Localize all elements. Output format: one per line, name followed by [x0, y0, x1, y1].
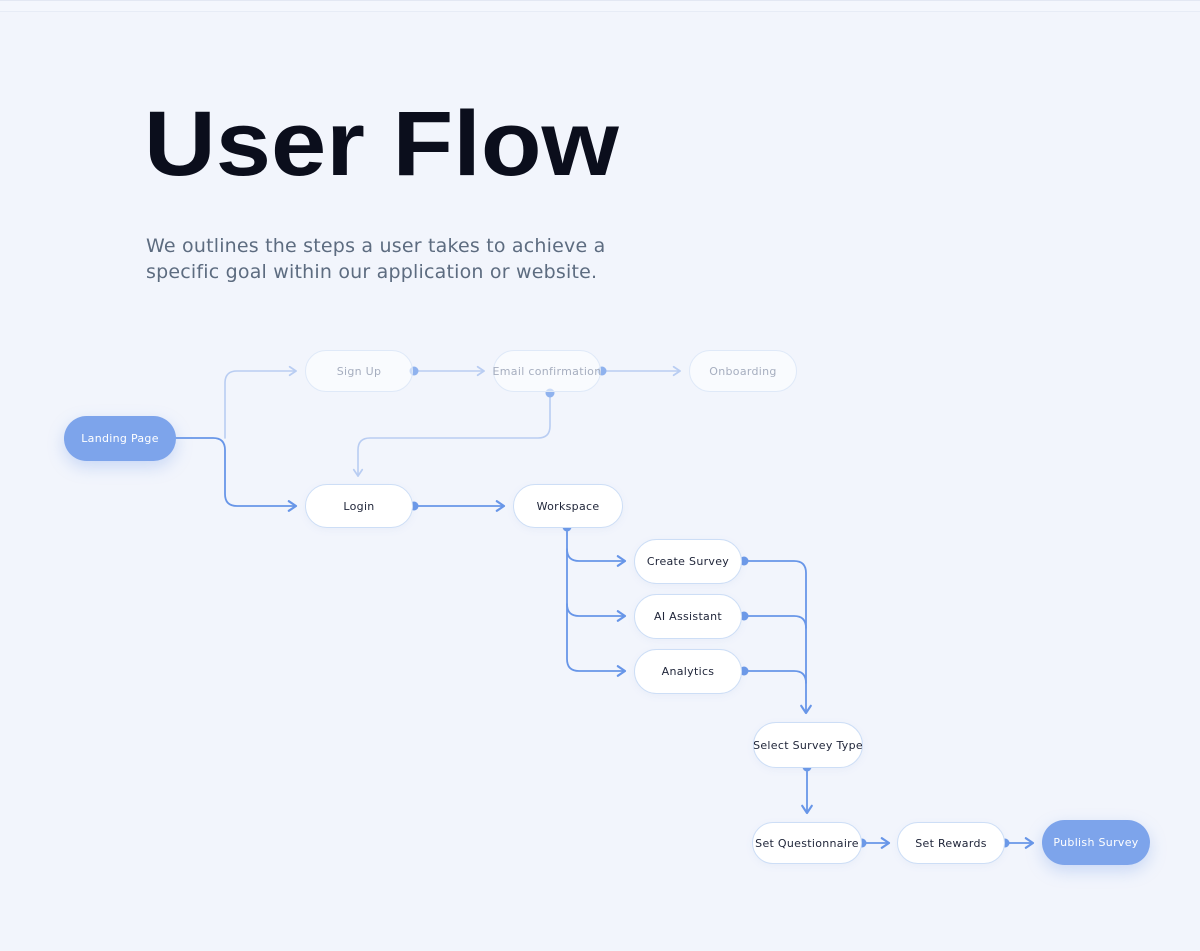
edge-analytics-to-select [743, 670, 807, 684]
flow-node-landing-page[interactable]: Landing Page [64, 416, 176, 461]
edge-create-to-select [743, 560, 812, 715]
edge-email-to-login [352, 391, 551, 477]
page-subtitle: We outlines the steps a user takes to ac… [146, 235, 606, 283]
flow-node-publish-survey[interactable]: Publish Survey [1042, 820, 1150, 865]
edge-landing-to-login [175, 437, 298, 512]
flow-node-email-confirmation[interactable]: Email confirmation [493, 350, 601, 392]
edge-landing-to-signup [224, 365, 297, 439]
flow-node-set-questionnaire[interactable]: Set Questionnaire [752, 822, 862, 864]
flow-node-create-survey[interactable]: Create Survey [634, 539, 742, 584]
flow-node-workspace[interactable]: Workspace [513, 484, 623, 528]
edge-workspace-to-ai [566, 603, 627, 622]
flow-node-select-survey-type[interactable]: Select Survey Type [753, 722, 863, 768]
flow-node-login[interactable]: Login [305, 484, 413, 528]
edge-workspace-to-analytics [566, 526, 627, 677]
edge-ai-to-select [743, 615, 807, 629]
top-strip [0, 0, 1200, 12]
edge-workspace-to-create [566, 548, 627, 567]
flow-node-onboarding[interactable]: Onboarding [689, 350, 797, 392]
page-title: User Flow [144, 93, 619, 195]
flow-node-ai-assistant[interactable]: AI Assistant [634, 594, 742, 639]
flow-node-analytics[interactable]: Analytics [634, 649, 742, 694]
flow-node-set-rewards[interactable]: Set Rewards [897, 822, 1005, 864]
flow-node-sign-up[interactable]: Sign Up [305, 350, 413, 392]
